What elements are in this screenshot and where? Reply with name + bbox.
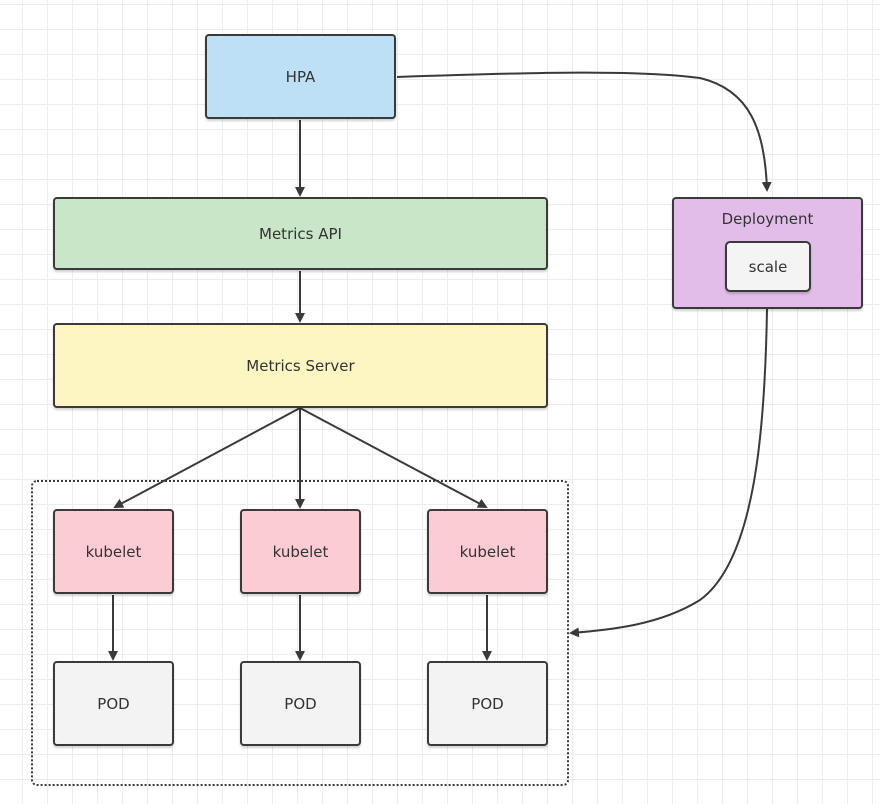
node-group-boundary bbox=[31, 480, 569, 786]
pod-label-1: POD bbox=[97, 694, 130, 713]
kubelet-label-3: kubelet bbox=[459, 542, 516, 561]
arrow-server-to-kubelet-3 bbox=[299, 407, 488, 508]
metrics-server-label: Metrics Server bbox=[246, 356, 355, 375]
kubelet-label-1: kubelet bbox=[85, 542, 142, 561]
pod-label-3: POD bbox=[471, 694, 504, 713]
deployment-label: Deployment bbox=[721, 210, 814, 228]
kubelet-box-3[interactable]: kubelet bbox=[427, 509, 548, 594]
hpa-box[interactable]: HPA bbox=[205, 34, 396, 119]
kubelet-label-2: kubelet bbox=[272, 542, 329, 561]
metrics-api-box[interactable]: Metrics API bbox=[53, 197, 548, 270]
metrics-api-label: Metrics API bbox=[259, 224, 342, 243]
arrow-server-to-kubelet-1 bbox=[113, 407, 301, 508]
metrics-server-box[interactable]: Metrics Server bbox=[53, 323, 548, 408]
pod-box-1[interactable]: POD bbox=[53, 661, 174, 746]
pod-box-3[interactable]: POD bbox=[427, 661, 548, 746]
scale-box[interactable]: scale bbox=[725, 241, 811, 292]
arrow-deployment-to-node-group bbox=[569, 308, 768, 638]
hpa-label: HPA bbox=[285, 67, 316, 86]
arrow-hpa-to-deployment bbox=[396, 71, 772, 192]
kubelet-box-1[interactable]: kubelet bbox=[53, 509, 174, 594]
kubelet-box-2[interactable]: kubelet bbox=[240, 509, 361, 594]
pod-box-2[interactable]: POD bbox=[240, 661, 361, 746]
scale-label: scale bbox=[748, 257, 788, 276]
pod-label-2: POD bbox=[284, 694, 317, 713]
